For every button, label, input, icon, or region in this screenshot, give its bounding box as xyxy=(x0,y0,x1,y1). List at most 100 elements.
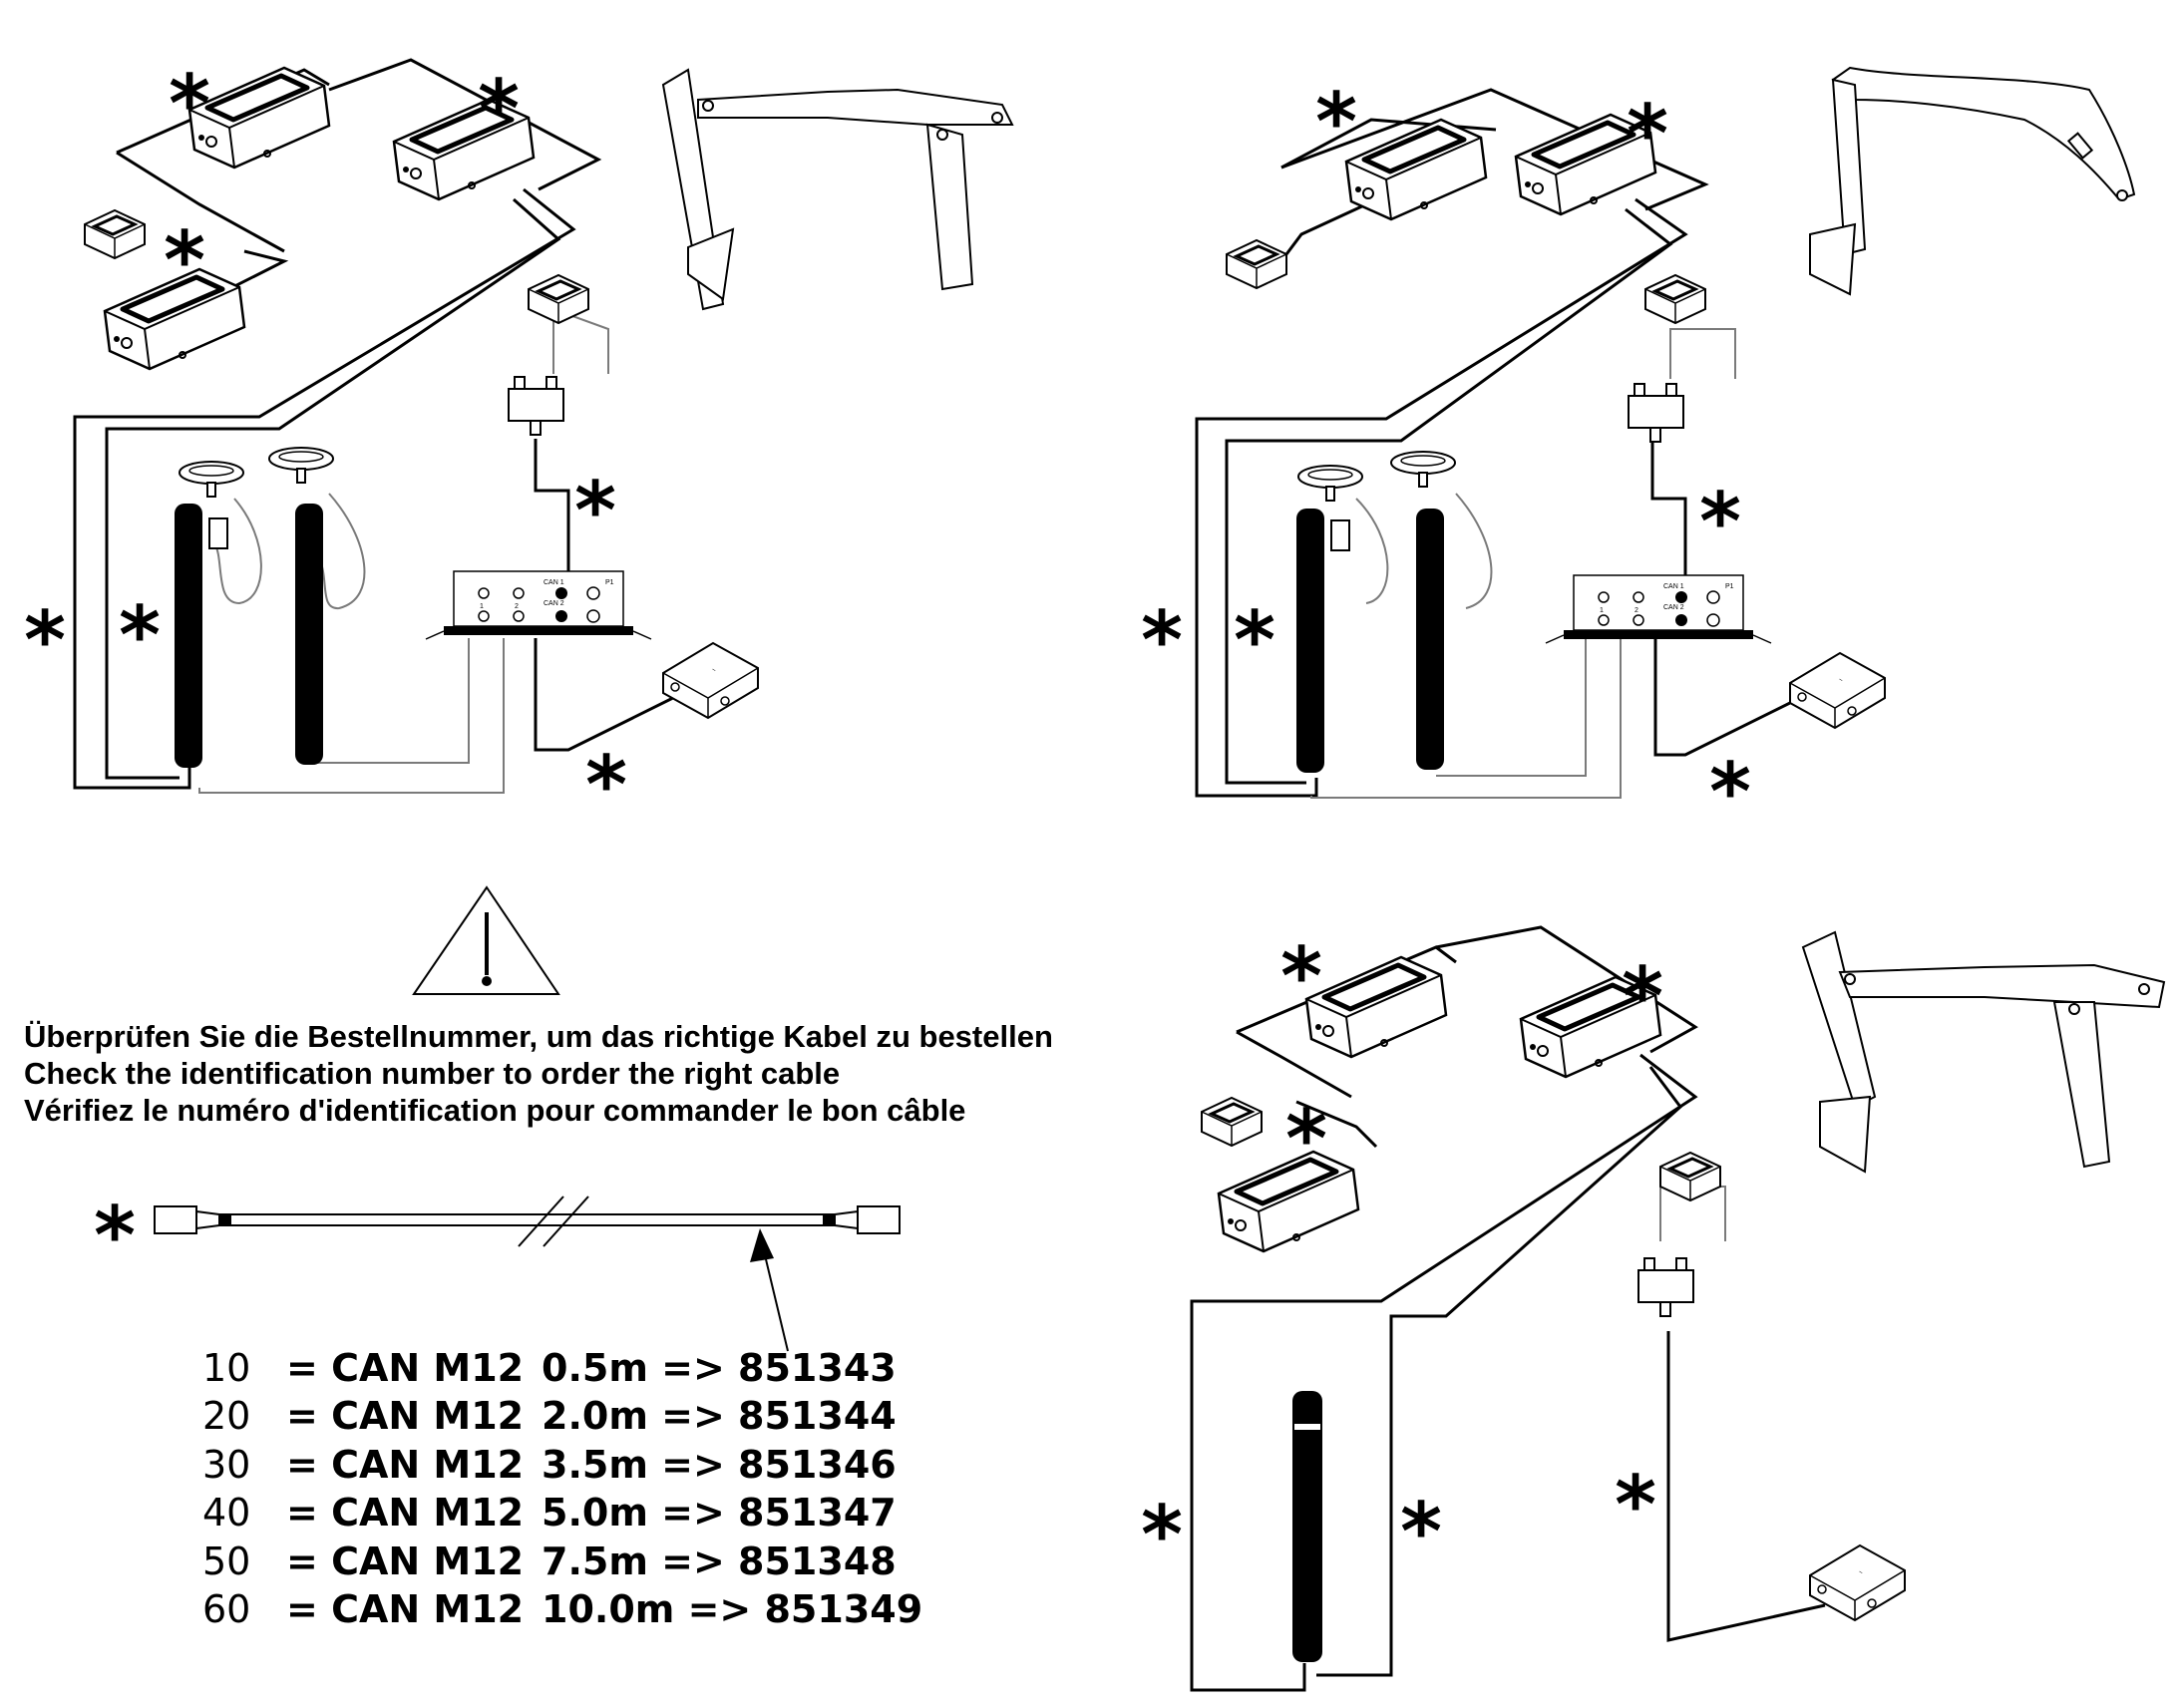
thin-cable xyxy=(1436,638,1587,777)
marker-asterisk: * xyxy=(478,63,520,156)
mast-icon xyxy=(1292,1391,1322,1662)
cable-type: = CAN M12 xyxy=(286,1491,525,1536)
cable-length-partno: 0.5m => 851343 xyxy=(542,1346,897,1390)
hub-label-can2: CAN 2 xyxy=(544,600,564,607)
hub-label-1: 1 xyxy=(480,603,484,610)
gnss-antenna-icon xyxy=(1297,465,1363,502)
harness-line xyxy=(116,68,330,155)
thin-cable xyxy=(1355,498,1389,604)
marker-asterisk: * xyxy=(1141,1489,1183,1581)
diagram-panel-2: CAN 1 CAN 2 P1 1 2 xyxy=(1195,66,2136,799)
gnss-antenna-icon xyxy=(1390,451,1456,488)
marker-asterisk: * xyxy=(1622,950,1663,1043)
cable-type: = CAN M12 xyxy=(286,1538,525,1583)
bracket-sensor-icon xyxy=(1643,273,1707,325)
can-splitter-icon xyxy=(508,376,564,436)
tilt-sensor-icon xyxy=(662,642,759,719)
hub-label-1: 1 xyxy=(1600,607,1604,614)
mast-icon xyxy=(1416,509,1444,770)
cable-type: = CAN M12 xyxy=(286,1394,525,1439)
marker-asterisk: * xyxy=(24,594,66,687)
harness-line xyxy=(534,638,694,752)
harness-line xyxy=(1284,202,1367,255)
bracket-sensor-icon xyxy=(527,273,590,325)
thin-cable xyxy=(213,498,262,605)
hub-label-can1: CAN 1 xyxy=(544,579,564,586)
marker-asterisk: * xyxy=(164,214,205,307)
distribution-box-icon xyxy=(425,570,652,640)
marker-asterisk: * xyxy=(574,465,616,557)
marker-asterisk: * xyxy=(585,739,627,832)
warning-line-en: Check the identification number to order… xyxy=(24,1056,841,1091)
hub-label-can2: CAN 2 xyxy=(1663,604,1684,611)
cable-code: 50 xyxy=(202,1538,251,1583)
excavator-boom-icon xyxy=(661,68,1014,311)
excavator-boom-icon xyxy=(1809,66,2136,296)
marker-asterisk: * xyxy=(1627,88,1668,180)
cable-type: = CAN M12 xyxy=(286,1586,525,1631)
harness-line xyxy=(1653,638,1801,757)
cable-code: 60 xyxy=(202,1586,251,1631)
harness-line xyxy=(1295,1100,1378,1149)
harness-line xyxy=(105,197,561,780)
marker-asterisk: * xyxy=(1315,76,1357,169)
cable-code: 40 xyxy=(202,1491,251,1536)
marker-asterisk: * xyxy=(169,58,210,151)
diagram-panel-3 xyxy=(1190,925,2166,1692)
thin-cable xyxy=(198,638,505,794)
cable-code: 30 xyxy=(202,1442,251,1487)
marker-asterisk: * xyxy=(1141,594,1183,687)
gnss-antenna-icon xyxy=(268,447,334,484)
cable-length-partno: 2.0m => 851344 xyxy=(542,1394,897,1439)
harness-line xyxy=(73,187,576,790)
harness-line xyxy=(1190,1053,1698,1692)
marker-asterisk: * xyxy=(119,589,161,682)
cable-type: = CAN M12 xyxy=(286,1442,525,1487)
bracket-sensor-icon xyxy=(1658,1151,1722,1202)
can-cable-icon xyxy=(154,1196,901,1352)
cable-length-partno: 5.0m => 851347 xyxy=(542,1491,897,1536)
cable-code: 20 xyxy=(202,1394,251,1439)
excavator-boom-icon xyxy=(1801,930,2166,1174)
cable-type: = CAN M12 xyxy=(286,1346,525,1390)
marker-asterisk: * xyxy=(1280,930,1322,1023)
cable-length-partno: 3.5m => 851346 xyxy=(542,1442,897,1487)
distribution-box-icon xyxy=(1545,574,1772,644)
harness-line xyxy=(1236,1030,1352,1099)
marker-asterisk: * xyxy=(1699,476,1741,568)
thin-cable xyxy=(552,307,609,374)
cable-code: 10 xyxy=(202,1346,251,1390)
thin-cable xyxy=(309,638,470,764)
bracket-sensor-icon xyxy=(1225,238,1288,290)
warning-text: Überprüfen Sie die Bestellnummer, um das… xyxy=(24,1018,1053,1129)
mast-icon xyxy=(175,504,202,768)
hub-label-p1: P1 xyxy=(605,579,614,586)
hub-label-2: 2 xyxy=(1635,607,1638,614)
marker-asterisk: * xyxy=(94,1190,136,1282)
bracket-sensor-icon xyxy=(1200,1096,1264,1148)
warning-line-de: Überprüfen Sie die Bestellnummer, um das… xyxy=(24,1019,1053,1054)
harness-line xyxy=(1316,1066,1683,1677)
bracket-sensor-icon xyxy=(83,208,147,260)
tilt-sensor-icon xyxy=(1809,1544,1906,1621)
marker-asterisk: * xyxy=(1234,594,1275,687)
harness-line xyxy=(1650,439,1687,578)
harness-line xyxy=(1225,207,1673,785)
hub-label-p1: P1 xyxy=(1725,583,1734,590)
cable-length-partno: 7.5m => 851348 xyxy=(542,1538,897,1583)
thin-cable xyxy=(1455,493,1493,609)
diagram-panel-1: CAN 1 CAN 2 P1 1 2 xyxy=(73,58,1014,794)
hub-label-can1: CAN 1 xyxy=(1663,583,1684,590)
gnss-antenna-icon xyxy=(179,461,244,498)
harness-line xyxy=(1666,1331,1826,1642)
mast-icon xyxy=(1296,509,1324,773)
thin-cable xyxy=(1669,328,1736,379)
can-splitter-icon xyxy=(1637,1257,1694,1317)
tilt-sensor-icon xyxy=(1789,652,1886,729)
mast-icon xyxy=(295,504,323,765)
thin-cable xyxy=(318,493,366,610)
cable-length-partno: 10.0m => 851349 xyxy=(542,1586,923,1631)
harness-line xyxy=(116,151,285,253)
warning-line-fr: Vérifiez le numéro d'identification pour… xyxy=(24,1093,966,1128)
marker-asterisk: * xyxy=(1709,746,1751,839)
